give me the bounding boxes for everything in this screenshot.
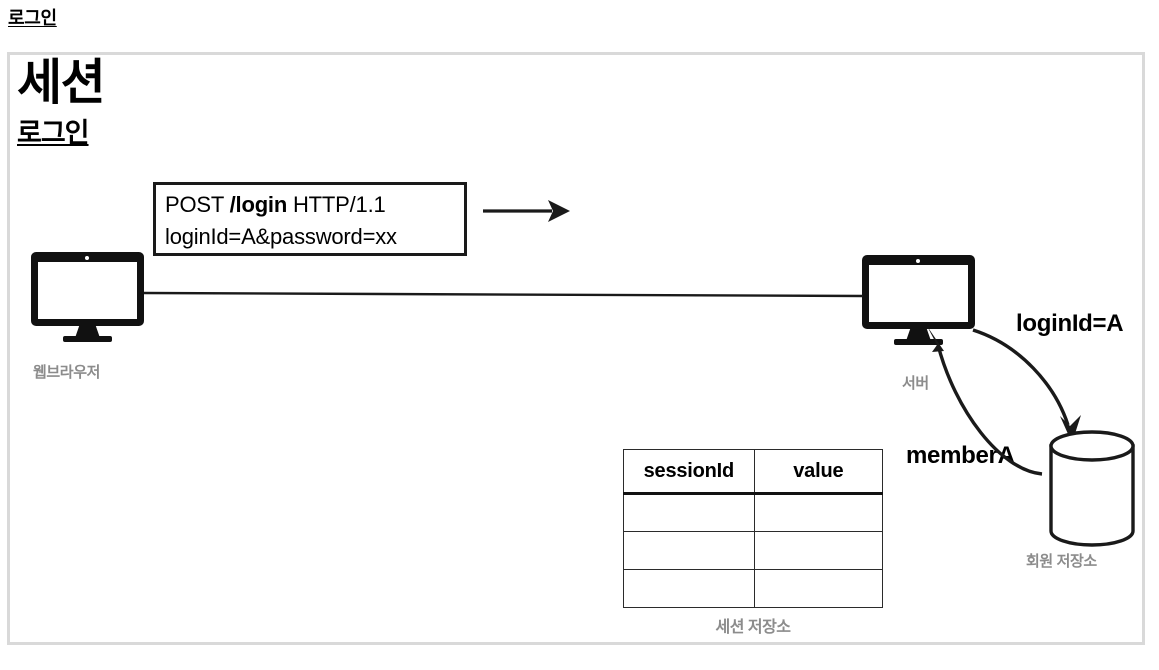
request-status-line: POST /login HTTP/1.1 [165,189,464,221]
cell-value [753,531,884,570]
page-title: 세션 [17,56,106,110]
monitor-stand-base [894,339,943,345]
cell-sessionid [623,493,755,532]
cell-value [753,493,884,532]
table-row [623,531,884,570]
request-path: /login [229,192,288,217]
web-browser-label: 웹브라우저 [33,364,101,381]
webcam-dot-icon [85,256,89,260]
column-header-sessionid: sessionId [623,449,755,495]
slide-frame [7,52,1145,645]
request-body-line: loginId=A&password=xx [165,224,397,249]
cell-value [753,569,884,608]
request-method: POST [165,192,230,217]
column-header-value: value [753,449,884,495]
monitor-stand-base [63,336,112,342]
http-request-box: POST /login HTTP/1.1 loginId=A&password=… [153,182,467,256]
member-store-label: 회원 저장소 [1026,553,1097,570]
page-subtitle: 로그인 [17,118,90,148]
table-row [623,569,884,608]
monitor-icon [862,255,975,329]
session-store-label: 세션 저장소 [715,619,791,636]
table-row [623,493,884,532]
server-label: 서버 [902,375,929,392]
breadcrumb-login-link[interactable]: 로그인 [8,8,57,28]
table-header-row: sessionId value [623,449,884,495]
response-arrow-label: memberA [906,442,1015,469]
monitor-stand-neck [906,328,931,341]
cell-sessionid [623,569,755,608]
server-node [862,255,975,345]
session-store-table: sessionId value [623,449,884,608]
web-browser-node [31,252,144,342]
cell-sessionid [623,531,755,570]
request-version: HTTP/1.1 [287,192,386,217]
monitor-stand-neck [75,325,100,338]
query-arrow-label: loginId=A [1016,310,1124,337]
monitor-icon [31,252,144,326]
webcam-dot-icon [916,259,920,263]
